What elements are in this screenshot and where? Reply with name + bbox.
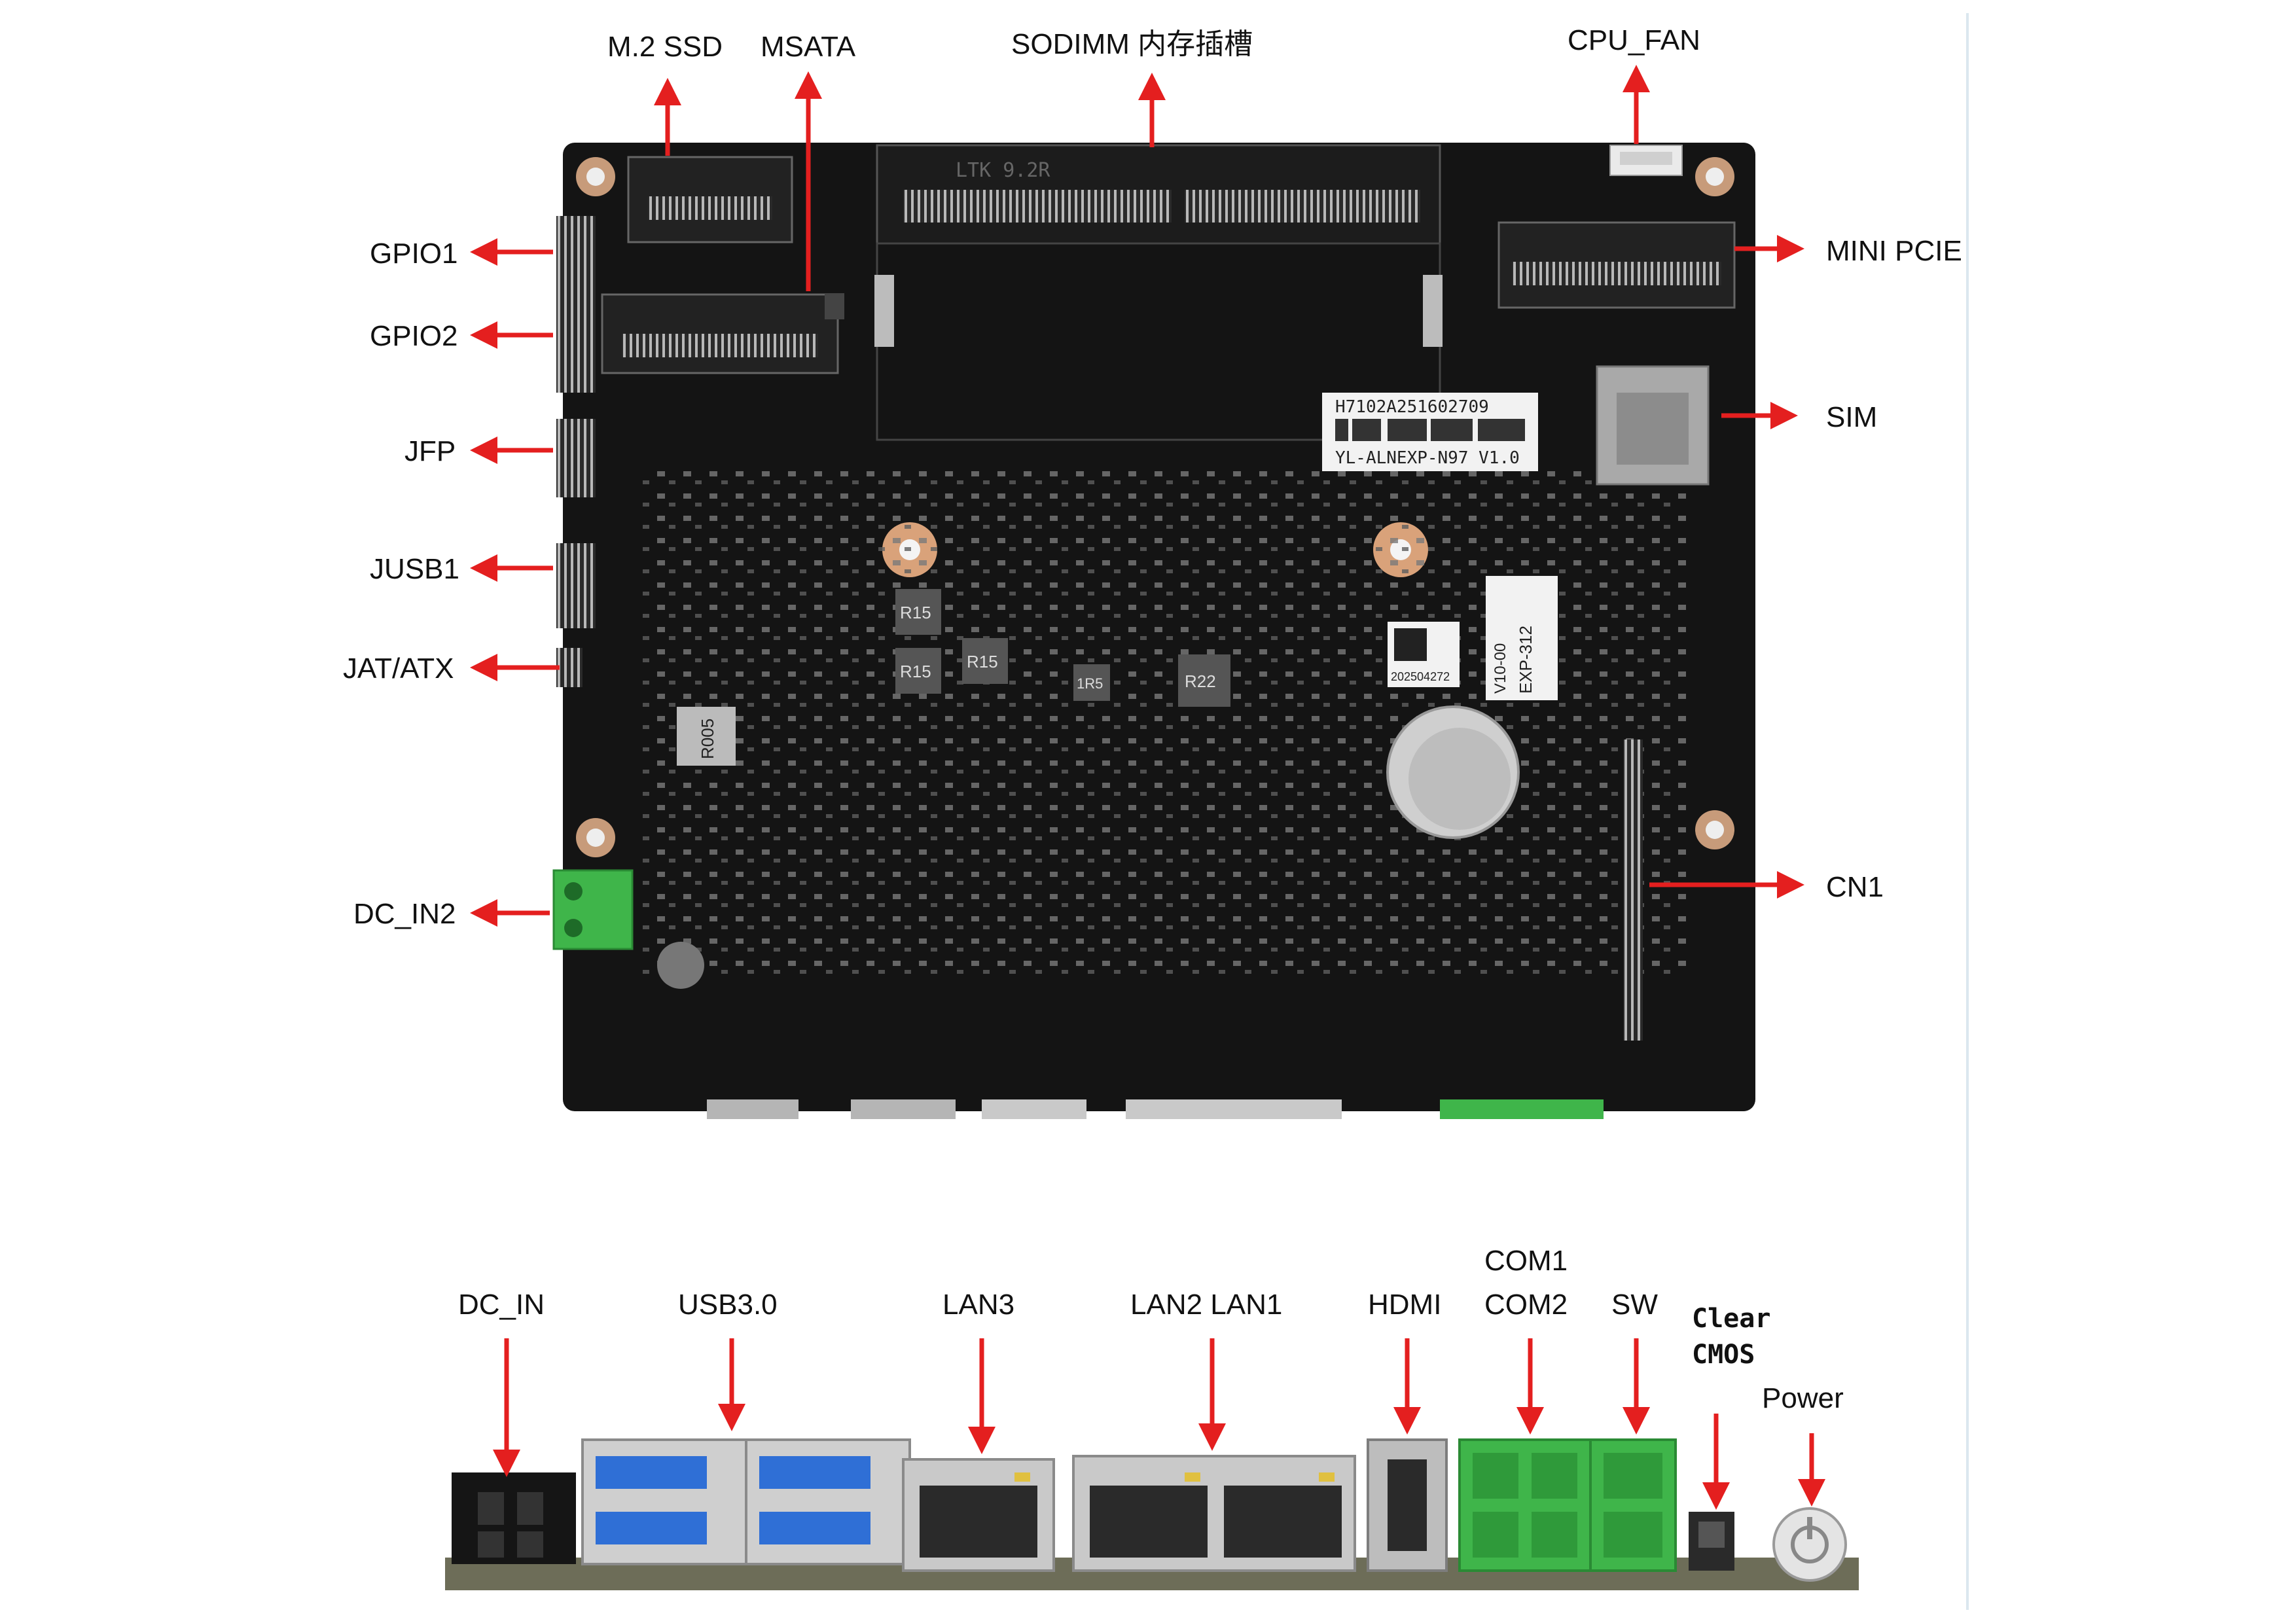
cmos-battery: [1386, 705, 1520, 839]
label-cmos: CMOS: [1692, 1340, 1755, 1370]
label-dc-in2: DC_IN2: [353, 898, 456, 930]
label-hdmi: HDMI: [1368, 1289, 1442, 1321]
mini-pcie-slot: [1498, 221, 1736, 309]
motherboard: LTK 9.2R H7102A251602709 YL-ALNEXP-N97 V…: [552, 143, 1755, 1119]
label-jusb1: JUSB1: [370, 553, 459, 585]
board-edge-ports: [707, 1099, 1604, 1119]
sw-terminal: [1589, 1438, 1677, 1572]
io-panel: [445, 1438, 1859, 1590]
label-gpio1: GPIO1: [370, 238, 458, 270]
inductors: R15 R15 R15 R22 1R5 R005: [677, 589, 1230, 766]
inductor-label: R005: [698, 719, 717, 759]
sticker-model: YL-ALNEXP-N97 V1.0: [1335, 448, 1520, 468]
inductor-label: R15: [900, 662, 931, 681]
label-usb30: USB3.0: [678, 1289, 778, 1321]
cn1-header: [1623, 740, 1643, 1041]
label-clear: Clear: [1692, 1304, 1771, 1334]
label-com2: COM2: [1484, 1289, 1568, 1321]
com-terminals: [1458, 1438, 1592, 1572]
left-pin-headers: [556, 216, 596, 687]
lan3-port: [902, 1458, 1055, 1572]
version-tag-text: V10-00: [1492, 643, 1509, 694]
label-sw: SW: [1611, 1289, 1658, 1321]
label-mini-pcie: MINI PCIE: [1826, 235, 1962, 267]
label-sodimm: SODIMM 内存插槽: [1011, 28, 1253, 60]
qr-label: 202504272: [1388, 622, 1460, 687]
label-cn1: CN1: [1826, 871, 1884, 903]
label-cpu-fan: CPU_FAN: [1568, 24, 1700, 56]
power-button: [1772, 1507, 1847, 1582]
model-tag-text: EXP-312: [1516, 626, 1535, 694]
label-msata: MSATA: [761, 31, 856, 63]
inductor-label: R22: [1185, 671, 1216, 691]
usb30-ports: [581, 1438, 911, 1565]
label-dc-in: DC_IN: [458, 1289, 545, 1321]
label-m2-ssd: M.2 SSD: [607, 31, 723, 63]
lan2-lan1-ports: [1072, 1455, 1356, 1572]
sim-slot: [1596, 365, 1710, 486]
inductor-label: R15: [967, 652, 998, 671]
m2-slot: [627, 156, 793, 243]
label-com1: COM1: [1484, 1245, 1568, 1277]
arrows: [470, 65, 1825, 1510]
label-sim: SIM: [1826, 401, 1878, 433]
label-jfp: JFP: [404, 435, 456, 467]
sodimm-slot: LTK 9.2R: [874, 144, 1443, 441]
cpu-fan-header: [1609, 145, 1683, 176]
label-gpio2: GPIO2: [370, 320, 458, 352]
inductor-label: 1R5: [1077, 675, 1103, 692]
clear-cmos-button: [1689, 1512, 1734, 1571]
date-code: 202504272: [1391, 670, 1450, 683]
model-tag: EXP-312 V10-00: [1486, 576, 1558, 700]
sticker-serial: H7102A251602709: [1335, 397, 1489, 417]
dc-in2-terminal: [552, 869, 704, 989]
hdmi-port: [1367, 1438, 1448, 1572]
slot-mark: LTK 9.2R: [956, 159, 1050, 182]
msata-slot: [601, 293, 844, 374]
serial-sticker: H7102A251602709 YL-ALNEXP-N97 V1.0: [1322, 393, 1538, 471]
label-power: Power: [1762, 1382, 1844, 1414]
label-lan3: LAN3: [942, 1289, 1015, 1321]
dc-in-jack: [452, 1472, 576, 1564]
label-jat-atx: JAT/ATX: [343, 652, 454, 685]
page-divider: [1966, 13, 1969, 1610]
inductor-label: R15: [900, 603, 931, 622]
label-lan2-lan1: LAN2 LAN1: [1130, 1289, 1283, 1321]
